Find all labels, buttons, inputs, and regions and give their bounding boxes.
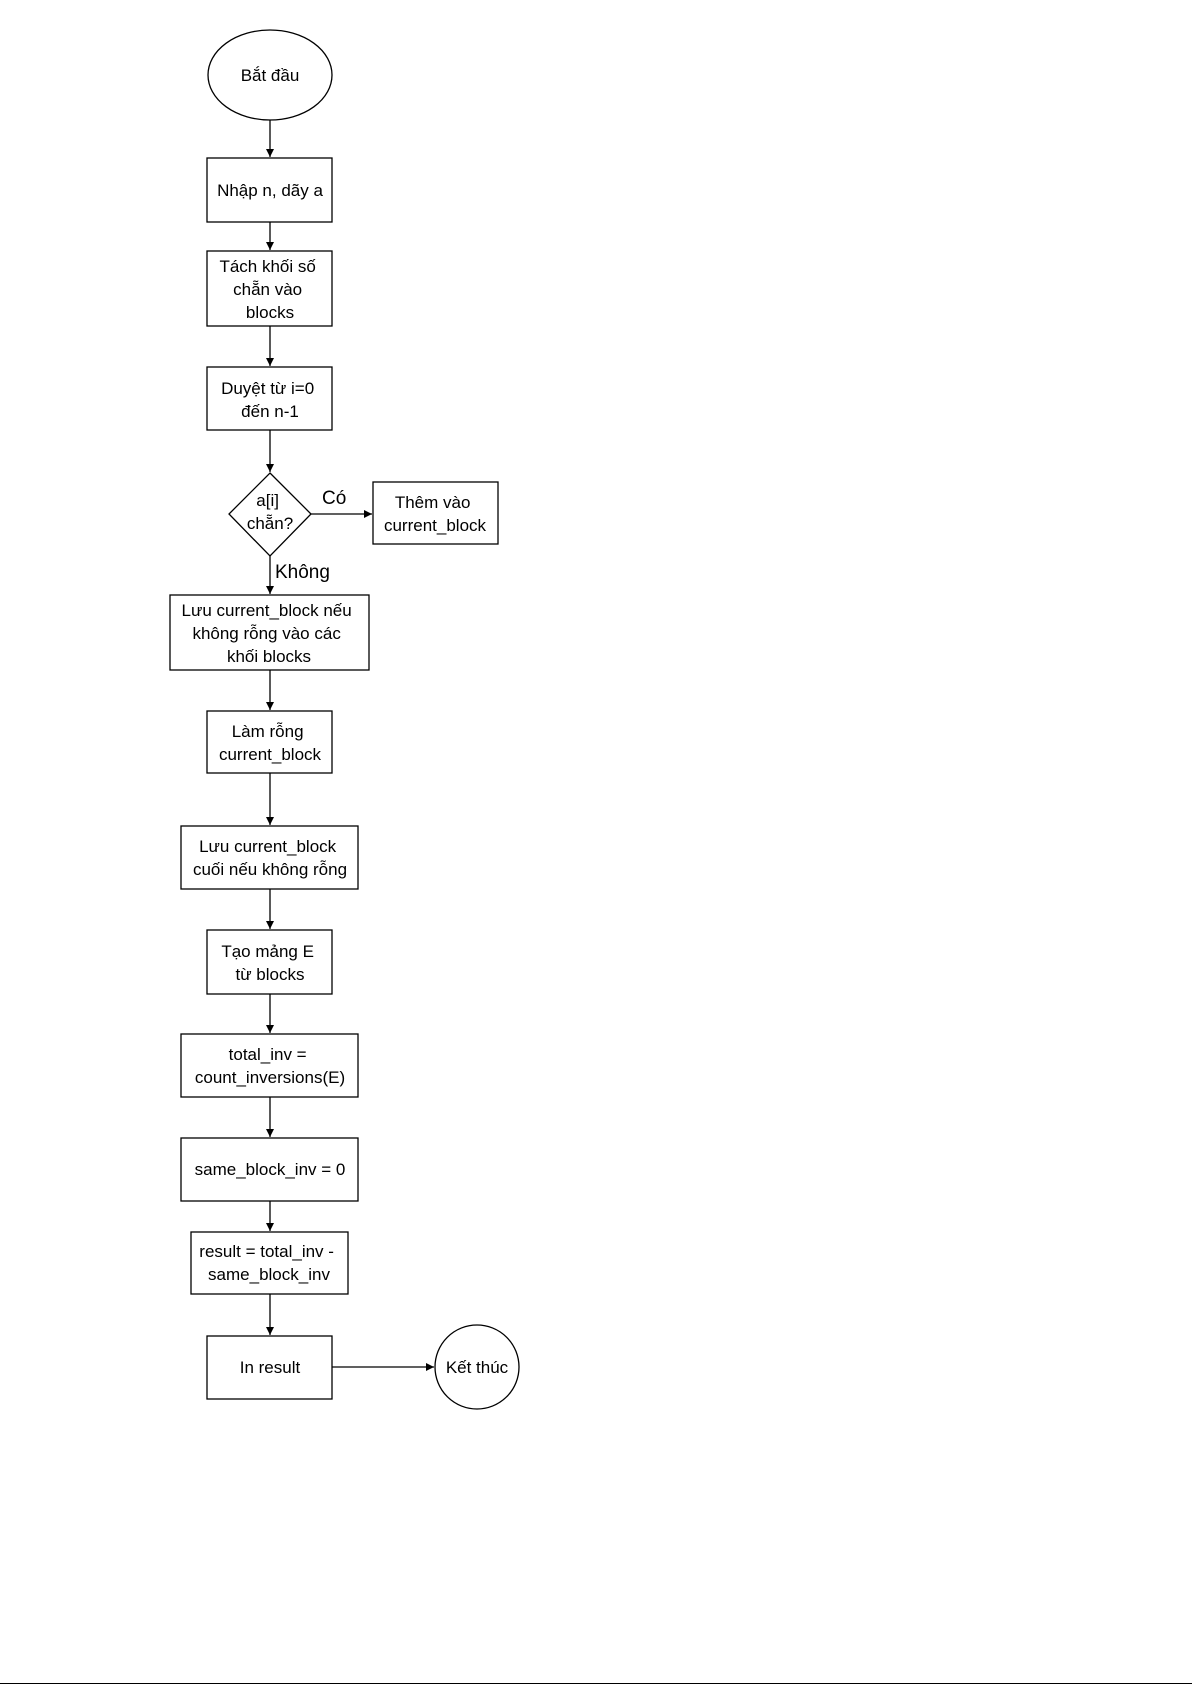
total-label: total_inv = count_inversions(E) [195, 1045, 345, 1087]
save-last-label: Lưu current_block cuối nếu không rỗng [193, 837, 347, 879]
loop-box [206, 366, 333, 431]
add-node: Thêm vào current_block [372, 481, 499, 545]
clear-label: Làm rỗng current_block [219, 722, 322, 764]
make-e-node: Tạo mảng E từ blocks [206, 929, 333, 995]
result-node: result = total_inv - same_block_inv [190, 1231, 349, 1295]
no-label: Không [275, 562, 330, 583]
decision-node: a[i] chẵn? [228, 472, 312, 557]
end-circle [434, 1324, 520, 1410]
save-last-box [180, 825, 359, 890]
save-label: Lưu current_block nếu không rỗng vào các… [182, 601, 357, 666]
start-node: Bắt đầu [207, 29, 333, 121]
connectors [266, 120, 434, 1371]
start-label: Bắt đầu [241, 66, 300, 85]
save-node: Lưu current_block nếu không rỗng vào các… [169, 594, 370, 671]
result-label: result = total_inv - same_block_inv [199, 1242, 338, 1284]
decision-diamond [228, 472, 312, 557]
input-label: Nhập n, dãy a [217, 181, 323, 200]
save-box [169, 594, 370, 671]
split-label: Tách khối số chẵn vào blocks [219, 257, 320, 322]
same-node: same_block_inv = 0 [180, 1137, 359, 1202]
input-node: Nhập n, dãy a [206, 157, 333, 223]
input-box [206, 157, 333, 223]
make-e-label: Tạo mảng E từ blocks [221, 942, 318, 984]
result-box [190, 1231, 349, 1295]
print-box [206, 1335, 333, 1400]
end-label: Kết thúc [446, 1358, 509, 1377]
total-node: total_inv = count_inversions(E) [180, 1033, 359, 1098]
add-label: Thêm vào current_block [384, 493, 487, 535]
make-e-box [206, 929, 333, 995]
total-box [180, 1033, 359, 1098]
add-box [372, 481, 499, 545]
same-label: same_block_inv = 0 [195, 1160, 346, 1179]
start-ellipse [207, 29, 333, 121]
clear-node: Làm rỗng current_block [206, 710, 333, 774]
loop-node: Duyệt từ i=0 đến n-1 [206, 366, 333, 431]
same-box [180, 1137, 359, 1202]
split-node: Tách khối số chẵn vào blocks [206, 250, 333, 327]
print-label: In result [240, 1358, 301, 1377]
print-node: In result [206, 1335, 333, 1400]
page-bottom-rule [0, 1683, 1192, 1684]
decision-label: a[i] chẵn? [247, 491, 293, 533]
end-node: Kết thúc [434, 1324, 520, 1410]
clear-box [206, 710, 333, 774]
loop-label: Duyệt từ i=0 đến n-1 [221, 379, 319, 421]
yes-label: Có [322, 488, 346, 509]
save-last-node: Lưu current_block cuối nếu không rỗng [180, 825, 359, 890]
split-box [206, 250, 333, 327]
